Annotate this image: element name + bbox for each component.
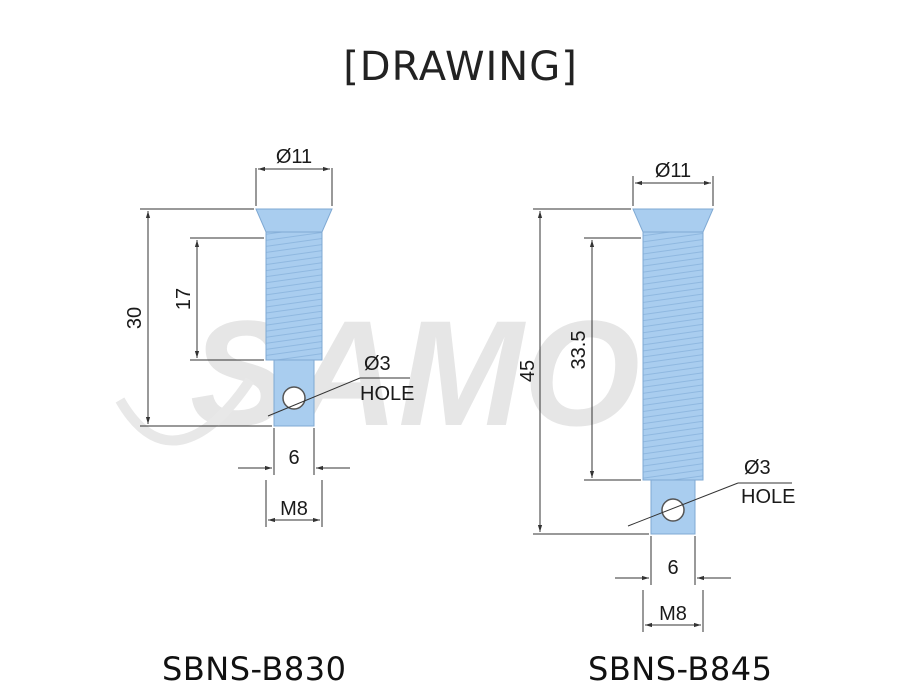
dim-thread-size: M8 [280,498,308,520]
dim-hole-diameter: Ø3 [364,353,391,375]
screw-head [255,208,333,233]
threaded-shank [642,231,704,481]
screw-tip [650,479,696,535]
threaded-shank [265,231,323,361]
part-sbns-b830: Ø11 30 17 Ø3 HOLE 6 M8 [124,146,414,527]
dim-head-diameter: Ø11 [276,146,312,168]
watermark-swoosh [115,377,255,446]
watermark-text: SAMO [190,289,640,457]
dim-tip-width: 6 [667,557,678,579]
dim-tip-width: 6 [288,447,299,469]
dim-thread-size: M8 [659,603,687,625]
part-sbns-b845: Ø11 45 33.5 Ø3 HOLE 6 M8 [517,160,795,632]
dim-overall-length: 45 [517,360,539,382]
dim-hole-diameter: Ø3 [744,457,771,479]
part-caption-b845: SBNS-B845 [588,650,773,688]
dim-hole-label: HOLE [360,383,414,405]
hole-leader-line [627,482,739,527]
dim-thread-length: 17 [173,288,195,310]
dim-head-diameter: Ø11 [655,160,691,182]
dim-thread-length: 33.5 [568,331,590,370]
drawing-title: [DRAWING] [343,44,578,90]
hole-leader-line [267,377,361,417]
screw-head [632,208,714,233]
hole-circle [661,498,685,522]
dim-hole-label: HOLE [741,486,795,508]
part-caption-b830: SBNS-B830 [162,650,347,688]
dim-overall-length: 30 [124,307,146,329]
